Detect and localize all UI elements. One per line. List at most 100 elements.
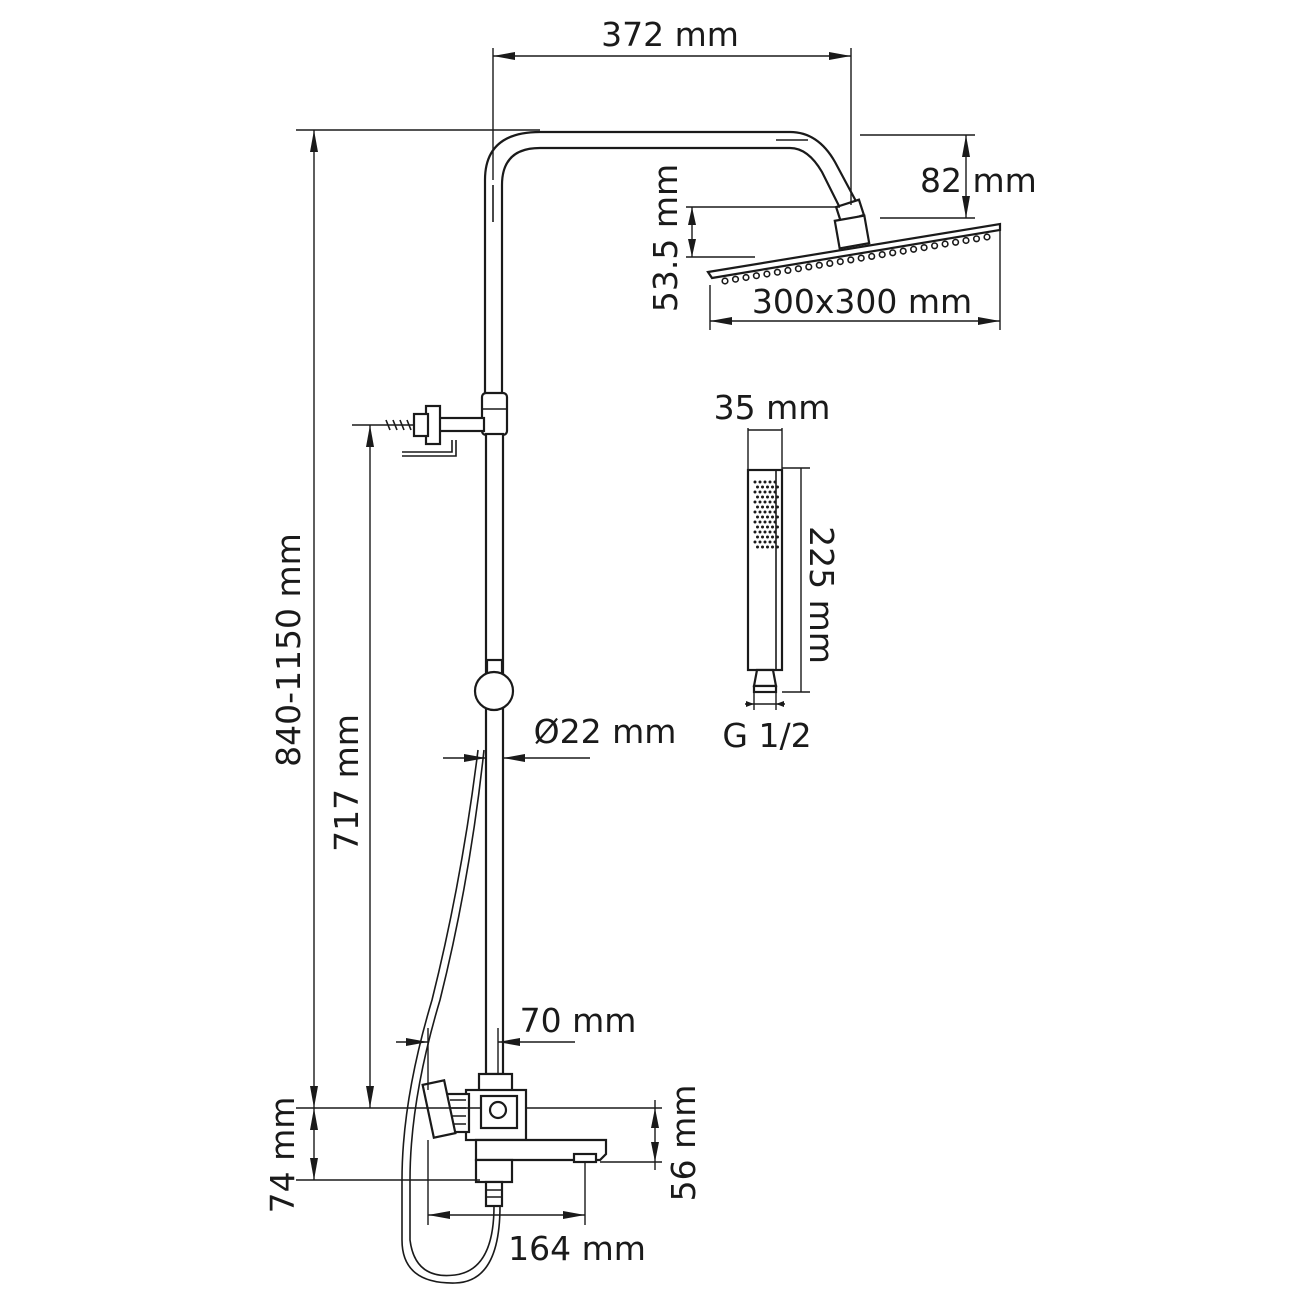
head-nozzle bbox=[763, 270, 771, 278]
hose-outlet bbox=[484, 1180, 504, 1208]
hand-nozzle bbox=[761, 515, 764, 519]
label-bracket-height: 717 mm bbox=[327, 714, 366, 852]
label-hand-length: 225 mm bbox=[802, 526, 841, 664]
hand-shower-thread bbox=[752, 684, 778, 694]
height-adjust-coupling bbox=[480, 391, 509, 437]
head-nozzle bbox=[878, 251, 886, 259]
hand-nozzle bbox=[773, 490, 777, 494]
hand-nozzle bbox=[776, 515, 779, 519]
hand-nozzle bbox=[766, 505, 769, 509]
hand-nozzle bbox=[756, 525, 759, 529]
hand-nozzle bbox=[776, 485, 779, 489]
hand-nozzle bbox=[761, 485, 764, 489]
head-nozzle bbox=[794, 265, 803, 273]
hand-nozzle bbox=[753, 540, 757, 544]
hand-nozzle bbox=[756, 505, 759, 509]
hand-nozzle bbox=[768, 530, 772, 534]
hand-nozzle bbox=[773, 530, 777, 534]
dimension-labels: 372 mm 82 mm 53.5 mm 300x300 mm 35 mm 22… bbox=[263, 15, 1037, 1268]
head-nozzle bbox=[899, 247, 907, 255]
head-nozzle bbox=[742, 273, 750, 282]
head-nozzle bbox=[930, 242, 939, 250]
hand-nozzle bbox=[768, 480, 772, 484]
hand-nozzle bbox=[773, 500, 777, 504]
hand-shower-body bbox=[746, 468, 784, 672]
hand-nozzle bbox=[771, 535, 774, 539]
hand-nozzle bbox=[768, 520, 772, 524]
hand-nozzle bbox=[761, 495, 764, 499]
hand-nozzle bbox=[763, 500, 767, 504]
head-nozzle bbox=[962, 236, 970, 245]
hand-shower-nozzles bbox=[753, 480, 779, 549]
hand-nozzle bbox=[771, 485, 774, 489]
spout-base bbox=[474, 1158, 514, 1184]
label-head-drop: 82 mm bbox=[920, 161, 1037, 200]
hand-nozzle bbox=[773, 520, 777, 524]
head-nozzle bbox=[847, 256, 855, 264]
head-nozzle bbox=[836, 258, 844, 266]
hand-nozzle bbox=[771, 495, 774, 499]
label-hand-width: 35 mm bbox=[714, 388, 831, 427]
hand-nozzle bbox=[766, 495, 769, 499]
hand-nozzle bbox=[753, 520, 757, 524]
label-spout-height: 56 mm bbox=[664, 1085, 703, 1202]
label-total-height: 840-1150 mm bbox=[269, 533, 308, 767]
wall-bracket bbox=[380, 404, 486, 457]
hand-nozzle bbox=[768, 510, 772, 514]
hand-nozzle bbox=[761, 535, 764, 539]
hand-nozzle bbox=[763, 520, 767, 524]
hand-nozzle bbox=[763, 540, 767, 544]
hand-nozzle bbox=[756, 485, 759, 489]
head-nozzle bbox=[784, 266, 792, 275]
mixer-assembly bbox=[401, 749, 608, 1284]
hand-shower-holder-knob bbox=[473, 670, 515, 712]
label-thread: G 1/2 bbox=[722, 716, 811, 755]
rain-shower-head bbox=[706, 198, 1002, 285]
head-nozzle bbox=[721, 277, 729, 285]
spout-aerator bbox=[572, 1152, 598, 1164]
head-connector bbox=[833, 214, 871, 250]
label-tube-diameter: Ø22 mm bbox=[534, 712, 677, 751]
head-nozzle bbox=[972, 235, 981, 243]
head-nozzle bbox=[868, 252, 876, 260]
head-nozzle bbox=[889, 249, 897, 257]
hand-nozzle bbox=[768, 490, 772, 494]
hand-nozzle bbox=[758, 510, 762, 514]
head-nozzle bbox=[805, 263, 813, 271]
hand-nozzle bbox=[753, 480, 757, 484]
hand-nozzle bbox=[758, 530, 762, 534]
hand-nozzle bbox=[776, 535, 779, 539]
lower-tube bbox=[484, 432, 505, 1076]
head-nozzle bbox=[815, 261, 823, 269]
head-nozzle bbox=[731, 275, 740, 283]
hand-nozzle bbox=[758, 520, 762, 524]
hand-nozzle bbox=[768, 540, 772, 544]
head-nozzle bbox=[920, 244, 928, 252]
hand-nozzle bbox=[758, 500, 762, 504]
hand-nozzle bbox=[776, 495, 779, 499]
hand-nozzle bbox=[771, 505, 774, 509]
head-nozzle bbox=[951, 238, 960, 246]
hand-nozzle bbox=[756, 495, 759, 499]
label-head-height: 53.5 mm bbox=[646, 164, 685, 312]
hand-nozzle bbox=[758, 490, 762, 494]
hand-nozzle bbox=[776, 525, 779, 529]
hand-nozzle bbox=[753, 490, 757, 494]
hand-nozzle bbox=[763, 530, 767, 534]
hand-nozzle bbox=[771, 515, 774, 519]
hand-shower bbox=[746, 468, 784, 694]
hand-nozzle bbox=[771, 545, 774, 549]
head-nozzles bbox=[721, 233, 991, 285]
hand-nozzle bbox=[758, 480, 762, 484]
hand-nozzle bbox=[758, 540, 762, 544]
head-nozzle bbox=[752, 272, 761, 280]
hand-nozzle bbox=[766, 525, 769, 529]
hand-nozzle bbox=[761, 505, 764, 509]
head-nozzle bbox=[909, 245, 918, 253]
label-head-size: 300x300 mm bbox=[752, 282, 972, 321]
hand-nozzle bbox=[756, 535, 759, 539]
hand-nozzle bbox=[776, 545, 779, 549]
hand-nozzle bbox=[766, 515, 769, 519]
label-mixer-depth: 70 mm bbox=[520, 1001, 637, 1040]
